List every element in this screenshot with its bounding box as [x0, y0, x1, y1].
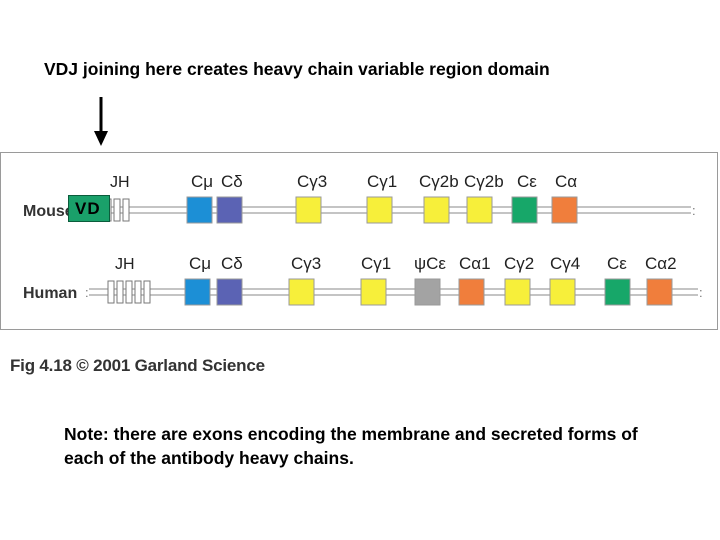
jh-label: JH: [115, 256, 135, 273]
locus-end-dots: :: [692, 203, 696, 218]
jh-segment: [122, 198, 130, 222]
jh-segment: [107, 280, 115, 304]
constant-segment: [414, 278, 441, 306]
constant-segment: [604, 278, 631, 306]
constant-segment: [458, 278, 485, 306]
down-arrow-icon: [94, 97, 108, 146]
segment-label: Cδ: [221, 172, 243, 191]
vd-segment-box: VD: [68, 195, 110, 222]
constant-segment: [423, 196, 450, 224]
constant-segment: [186, 196, 213, 224]
jh-segment: [113, 198, 121, 222]
constant-segment: [551, 196, 578, 224]
segment-label: Cε: [607, 254, 627, 273]
segment-label: Cε: [517, 172, 537, 191]
constant-segment: [511, 196, 538, 224]
segment-label: ψCε: [414, 254, 446, 273]
constant-segment: [216, 196, 243, 224]
segment-label: Cγ1: [361, 254, 391, 273]
segment-label: Cγ1: [367, 172, 397, 191]
segment-label: Cγ2: [504, 254, 534, 273]
segment-label: Cδ: [221, 254, 243, 273]
jh-label: JH: [110, 174, 130, 191]
segment-label: Cγ4: [550, 254, 580, 273]
species-label-mouse: Mouse: [23, 203, 74, 220]
segment-label: Cμ: [189, 254, 211, 273]
jh-segment: [134, 280, 142, 304]
constant-segment: [216, 278, 243, 306]
jh-segment: [125, 280, 133, 304]
locus-end-dots: :: [699, 285, 703, 300]
constant-segment: [466, 196, 493, 224]
figure-caption: Fig 4.18 © 2001 Garland Science: [10, 356, 265, 375]
species-label-human: Human: [23, 285, 77, 302]
constant-segment: [360, 278, 387, 306]
segment-label: Cγ2b: [464, 172, 504, 191]
segment-label: Cα2: [645, 254, 677, 273]
jh-segment: [116, 280, 124, 304]
segment-label: Cμ: [191, 172, 213, 191]
constant-segment: [288, 278, 315, 306]
constant-segment: [646, 278, 673, 306]
constant-segment: [549, 278, 576, 306]
segment-label: Cα: [555, 172, 577, 191]
segment-label: Cγ3: [291, 254, 321, 273]
constant-segment: [366, 196, 393, 224]
note-text: Note: there are exons encoding the membr…: [64, 424, 638, 468]
segment-label: Cα1: [459, 254, 491, 273]
constant-segment: [184, 278, 211, 306]
jh-segment: [143, 280, 151, 304]
constant-segment: [504, 278, 531, 306]
constant-segment: [295, 196, 322, 224]
segment-label: Cγ2b: [419, 172, 459, 191]
slide-title: VDJ joining here creates heavy chain var…: [44, 59, 550, 79]
locus-start-dots: :: [85, 285, 89, 300]
segment-label: Cγ3: [297, 172, 327, 191]
